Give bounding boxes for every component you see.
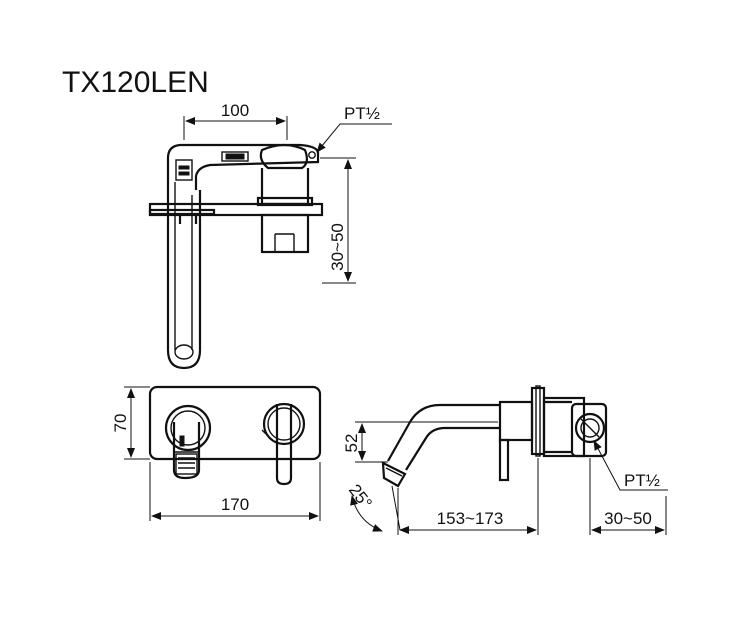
label-thread-top: PT½ bbox=[344, 104, 380, 123]
label-spout-drop: 52 bbox=[342, 434, 361, 453]
dimension-spout-angle: 25° bbox=[345, 481, 401, 532]
dimension-plate-width: 170 bbox=[149, 462, 321, 521]
label-wall-depth-top: 30~50 bbox=[328, 223, 347, 271]
front-view bbox=[148, 385, 322, 486]
dimension-top-width: 100 bbox=[183, 101, 288, 140]
dimension-wall-depth-top: 30~50 bbox=[320, 157, 356, 284]
dimension-spout-reach: 153~173 bbox=[397, 458, 539, 535]
callout-thread-top: PT½ bbox=[316, 104, 392, 153]
label-plate-height: 70 bbox=[111, 414, 130, 433]
dimension-spout-drop: 52 bbox=[342, 421, 498, 463]
dimension-wall-depth-side: 30~50 bbox=[589, 458, 667, 535]
dimension-plate-height: 70 bbox=[111, 386, 150, 460]
callout-thread-side: PT½ bbox=[593, 440, 668, 491]
label-spout-angle: 25° bbox=[345, 481, 376, 513]
side-view bbox=[381, 385, 608, 488]
label-plate-width: 170 bbox=[221, 495, 249, 514]
top-view bbox=[148, 143, 324, 370]
model-title: TX120LEN bbox=[62, 66, 209, 99]
label-thread-side: PT½ bbox=[624, 471, 660, 490]
label-wall-depth-side: 30~50 bbox=[604, 509, 652, 528]
label-spout-reach: 153~173 bbox=[437, 509, 504, 528]
label-top-width: 100 bbox=[221, 101, 249, 120]
